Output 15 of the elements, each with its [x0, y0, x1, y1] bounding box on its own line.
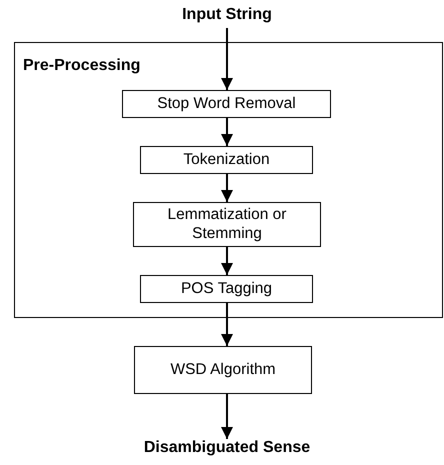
process-box: Stop Word Removal — [122, 90, 331, 118]
process-box: Lemmatization or Stemming — [133, 202, 321, 247]
arrow — [221, 118, 233, 146]
arrow — [221, 28, 233, 90]
process-box: POS Tagging — [140, 275, 313, 303]
process-box: Tokenization — [140, 146, 313, 174]
arrow — [221, 247, 233, 275]
process-box: WSD Algorithm — [134, 346, 312, 394]
arrow — [221, 174, 233, 202]
arrow — [221, 303, 233, 346]
group-heading: Pre-Processing — [23, 57, 140, 75]
text-label: Input String — [137, 6, 317, 28]
text-label: Disambiguated Sense — [117, 439, 337, 461]
group-box — [14, 42, 443, 318]
arrow — [221, 394, 233, 439]
